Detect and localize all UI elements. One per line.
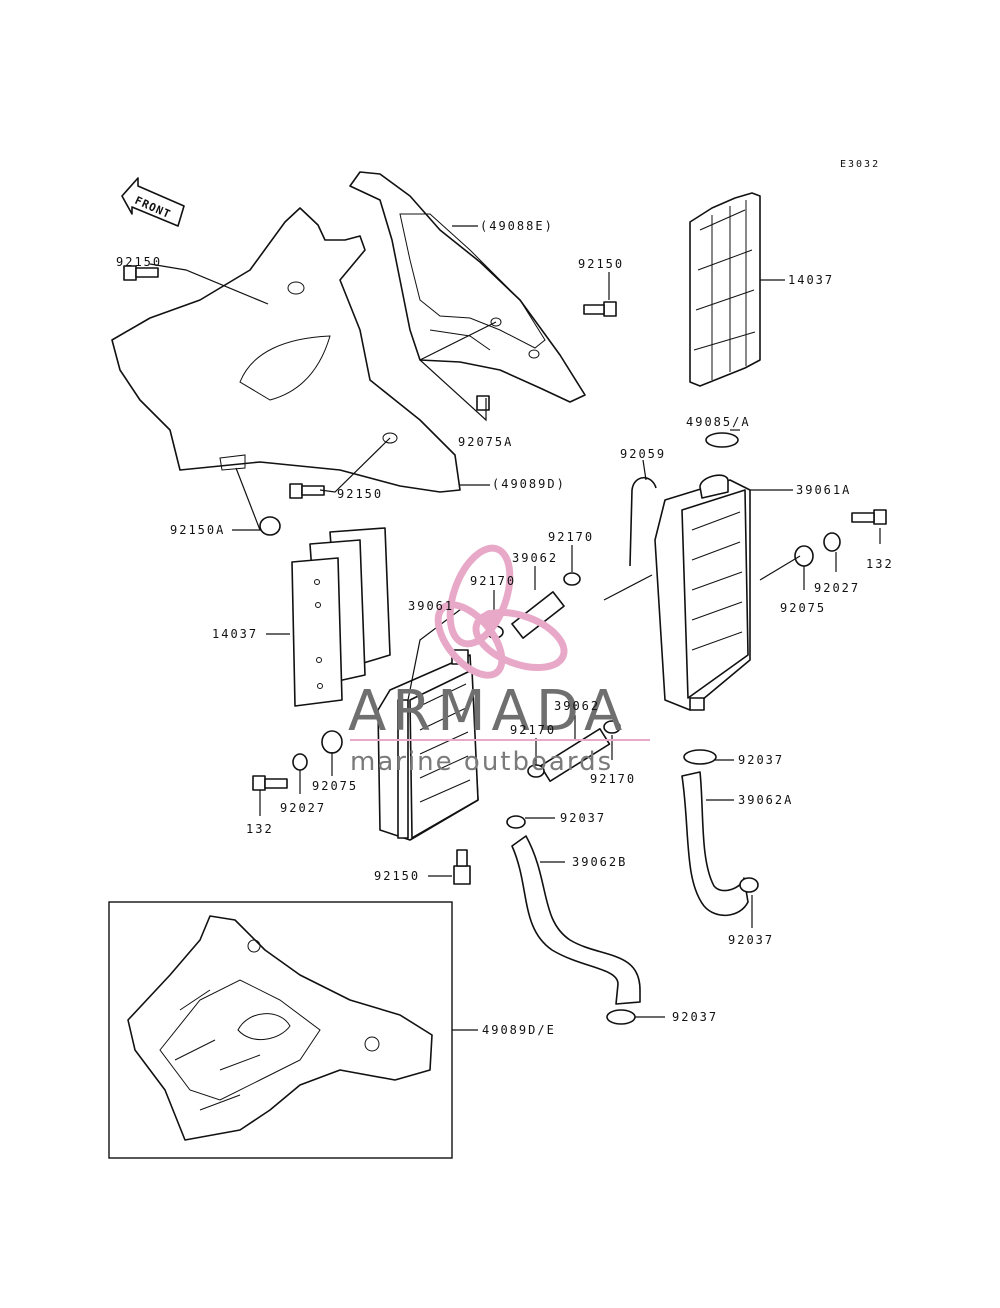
watermark-brand: ARMADA	[348, 679, 628, 744]
label-92027-right: 92027	[814, 581, 860, 595]
label-49089de: 49089D/E	[482, 1023, 556, 1037]
label-92150-top-right: 92150	[578, 257, 624, 271]
bolt-92150-mid	[289, 483, 325, 499]
label-92075-left: 92075	[312, 779, 358, 793]
bolt-92150-bottom	[453, 849, 471, 885]
right-radiator-part	[654, 474, 751, 711]
bolt-132-left	[252, 775, 288, 791]
label-14037-top: 14037	[788, 273, 834, 287]
nut-92150a	[259, 516, 281, 536]
label-92075-right: 92075	[780, 601, 826, 615]
label-92037-a: 92037	[738, 753, 784, 767]
hose-39062b	[511, 835, 641, 1005]
label-49088e: (49088E)	[480, 219, 554, 233]
hose-clamp-92170-d	[603, 720, 621, 734]
left-radiator-part	[377, 649, 479, 841]
label-92150-mid: 92150	[337, 487, 383, 501]
hose-39062-lower	[539, 728, 611, 782]
bolt-92150-top-right	[583, 301, 617, 317]
label-39061a: 39061A	[796, 483, 851, 497]
label-92170-d: 92170	[590, 772, 636, 786]
label-92027-left: 92027	[280, 801, 326, 815]
label-92037-c: 92037	[672, 1010, 718, 1024]
part-labels: (49088E) 14037 92150 92150 92075A 49085/…	[116, 219, 894, 1037]
label-49089d: (49089D)	[492, 477, 566, 491]
watermark-tagline: marine outboards	[350, 747, 613, 777]
label-92150a: 92150A	[170, 523, 225, 537]
right-shroud-part	[349, 171, 586, 403]
label-92075a: 92075A	[458, 435, 513, 449]
label-39062b: 39062B	[572, 855, 627, 869]
hose-clamp-92037-b	[506, 815, 526, 829]
label-92037-d: 92037	[728, 933, 774, 947]
collar-92027-left	[292, 753, 308, 771]
label-92170-b: 92170	[470, 574, 516, 588]
label-49085a: 49085/A	[686, 415, 751, 429]
label-39062a: 39062A	[738, 793, 793, 807]
radiator-cap-part	[705, 432, 739, 448]
label-39061: 39061	[408, 599, 454, 613]
propeller-logo-icon	[434, 544, 568, 679]
watermark: ARMADA marine outboards	[348, 544, 650, 777]
label-132-left: 132	[246, 822, 274, 836]
radiator-guard-left-part	[291, 527, 391, 707]
grommet-92075-left	[321, 730, 343, 754]
label-132-right: 132	[866, 557, 894, 571]
hose-clamp-92037-c	[606, 1009, 636, 1025]
inset-shroud-part	[127, 915, 433, 1141]
collar-92075a	[476, 395, 490, 411]
collar-92027-right	[823, 532, 841, 552]
label-92150-top-left: 92150	[116, 255, 162, 269]
label-92150-bottom: 92150	[374, 869, 420, 883]
hose-clamp-92037-d	[739, 877, 759, 893]
label-92059: 92059	[620, 447, 666, 461]
hose-clamp-92037-a	[683, 749, 717, 765]
diagram-code: E3032	[840, 159, 880, 170]
bolt-132-right	[851, 509, 887, 525]
leader-lines	[149, 225, 881, 1031]
bolt-92150-top-left	[123, 265, 159, 281]
overflow-tube-part	[629, 476, 657, 567]
label-92170-a: 92170	[548, 530, 594, 544]
label-39062-b: 39062	[554, 699, 600, 713]
hose-clamp-92170-a	[563, 572, 581, 586]
front-arrow-icon: FRONT	[121, 177, 185, 227]
left-shroud-part	[111, 207, 461, 493]
radiator-guard-top-part	[689, 192, 761, 387]
label-92037-b: 92037	[560, 811, 606, 825]
label-92170-c: 92170	[510, 723, 556, 737]
label-39062-a: 39062	[512, 551, 558, 565]
label-14037-left: 14037	[212, 627, 258, 641]
grommet-92075-right	[794, 545, 814, 567]
